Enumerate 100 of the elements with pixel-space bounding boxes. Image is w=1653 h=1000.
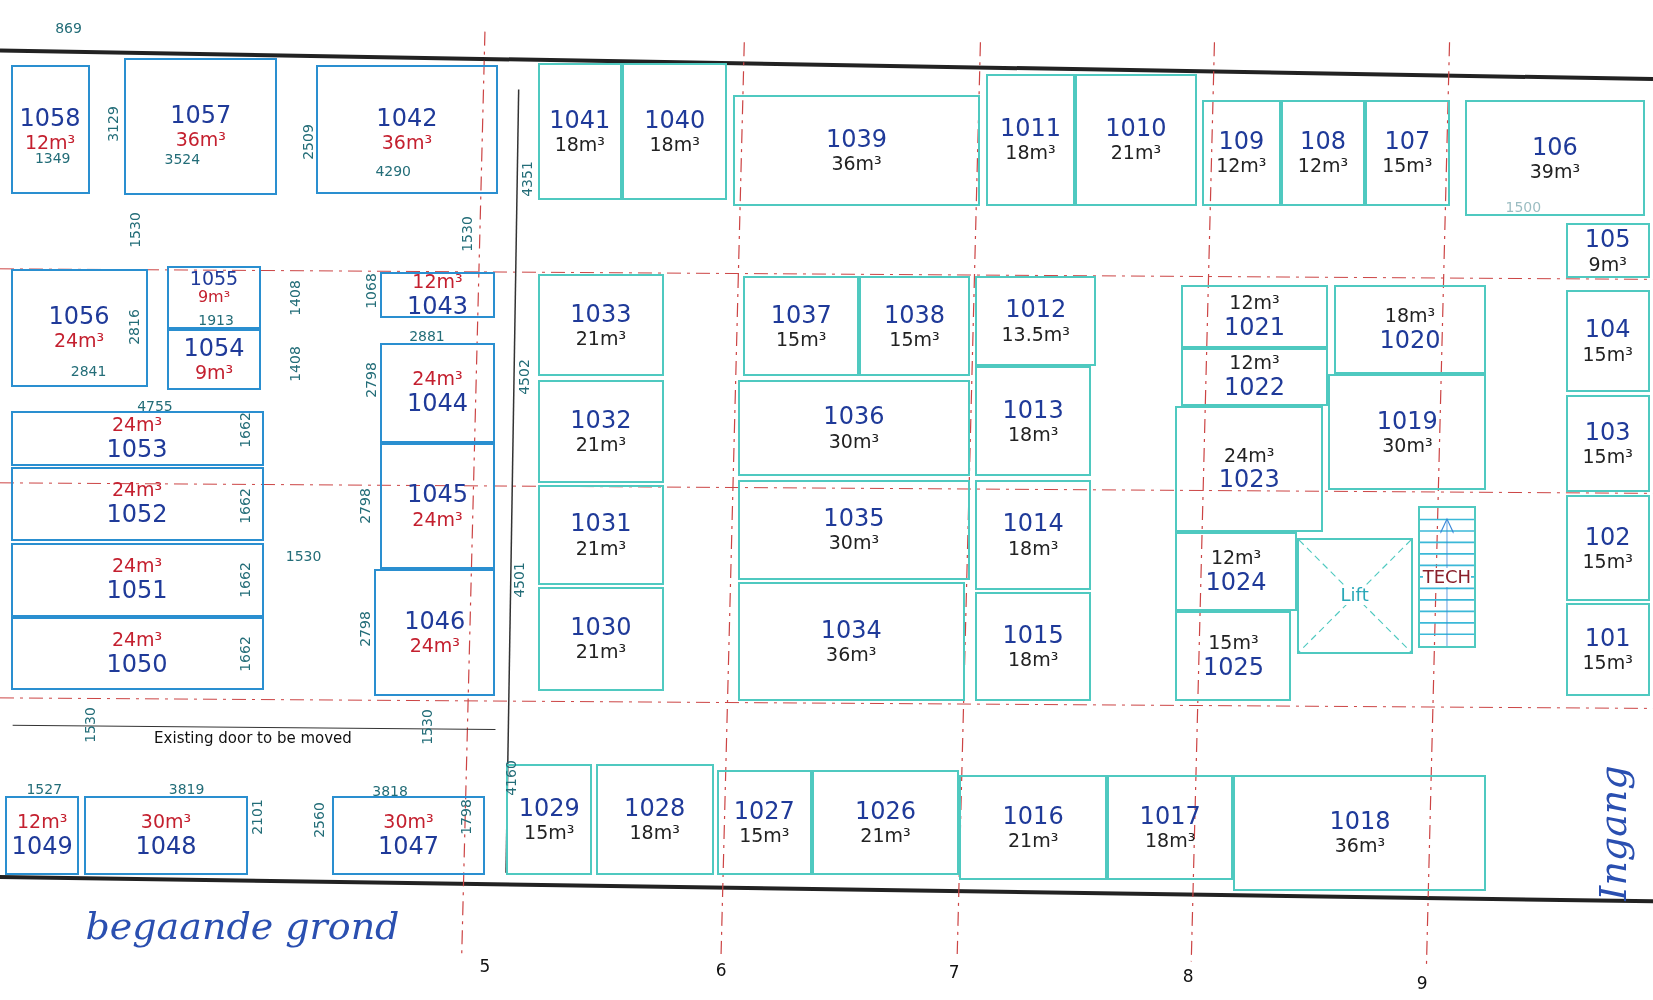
dimension-value: 2798 xyxy=(363,361,380,398)
room xyxy=(732,94,981,206)
dimension-value: 1913 xyxy=(198,312,234,329)
room xyxy=(737,581,965,702)
room xyxy=(1180,347,1329,406)
room-volume: 15m³ xyxy=(739,825,790,846)
room-number: 1013 xyxy=(1002,397,1064,423)
room xyxy=(737,479,970,580)
room-number: 1010 xyxy=(1105,116,1167,142)
dimension-value: 1530 xyxy=(459,216,475,252)
room-number: 108 xyxy=(1300,129,1346,155)
room-volume: 30m³ xyxy=(828,431,880,452)
room-volume: 30m³ xyxy=(828,533,880,554)
grid-axis-number: 8 xyxy=(1182,966,1194,987)
room xyxy=(1565,223,1650,279)
room-volume: 36m³ xyxy=(831,153,882,174)
note-text: Existing door to be moved xyxy=(154,728,352,747)
room xyxy=(124,57,278,195)
room xyxy=(975,592,1092,702)
room-volume: 24m³ xyxy=(1224,445,1275,466)
room xyxy=(859,276,970,377)
room-volume: 18m³ xyxy=(1384,305,1436,326)
room xyxy=(975,276,1097,366)
room xyxy=(975,479,1092,591)
room-number: 1019 xyxy=(1376,408,1438,434)
room-number: 109 xyxy=(1218,129,1265,155)
room-volume: 21m³ xyxy=(1110,143,1162,164)
dimension-value: 2841 xyxy=(70,363,107,380)
room-number: 1028 xyxy=(624,796,686,822)
room xyxy=(1565,495,1650,601)
room xyxy=(1233,774,1487,891)
room-number: 1053 xyxy=(106,436,168,463)
room-number: 1016 xyxy=(1002,804,1064,830)
dimension-value: 4160 xyxy=(503,760,520,796)
room-number: 1026 xyxy=(855,798,917,824)
room-volume: 12m³ xyxy=(1229,353,1280,374)
room-volume: 18m³ xyxy=(629,823,680,844)
room xyxy=(84,795,248,875)
room-number: 1040 xyxy=(644,108,706,134)
room-number: 1052 xyxy=(106,502,168,528)
dimension-value: 3524 xyxy=(164,151,201,168)
room-volume: 18m³ xyxy=(1007,424,1059,445)
room-volume: 15m³ xyxy=(1382,156,1433,177)
room xyxy=(537,63,622,201)
dimension-value: 1530 xyxy=(285,547,322,564)
room xyxy=(595,764,714,875)
room-number: 102 xyxy=(1584,524,1631,550)
room-number: 1023 xyxy=(1218,467,1280,493)
room-volume: 12m³ xyxy=(17,811,68,832)
room xyxy=(1565,395,1650,493)
room-volume: 18m³ xyxy=(1007,538,1059,559)
room-number: 1054 xyxy=(183,335,245,362)
room-number: 1014 xyxy=(1002,511,1064,537)
room xyxy=(166,328,262,391)
dimension-value: 1662 xyxy=(236,412,253,448)
room-number: 1039 xyxy=(826,126,888,152)
room-number: 1041 xyxy=(549,108,611,134)
dimension-value: 1662 xyxy=(236,562,253,598)
room-number: 1018 xyxy=(1329,809,1391,835)
room-number: 105 xyxy=(1584,227,1631,253)
room xyxy=(1075,73,1197,206)
dimension-value: 1530 xyxy=(81,707,98,744)
room-number: 1020 xyxy=(1379,327,1441,353)
dimension-value: 1530 xyxy=(418,709,435,746)
room-number: 1022 xyxy=(1223,375,1286,401)
handwritten-note: Ingang xyxy=(1590,765,1635,901)
room-volume: 12m³ xyxy=(1229,292,1280,313)
room-number: 1021 xyxy=(1223,314,1286,340)
room xyxy=(537,274,665,377)
dimension-value: 1662 xyxy=(236,635,253,672)
room xyxy=(374,569,496,696)
room-volume: 12m³ xyxy=(1297,156,1349,177)
room xyxy=(975,365,1092,477)
room-volume: 21m³ xyxy=(860,825,911,846)
room-volume: 24m³ xyxy=(53,331,105,352)
dimension-value: 4290 xyxy=(375,162,412,179)
room-volume: 30m³ xyxy=(383,811,434,832)
room xyxy=(621,63,728,201)
grid-axis-number: 7 xyxy=(948,961,960,982)
room-number: 1048 xyxy=(135,833,197,859)
room-name: TECH xyxy=(1422,567,1472,587)
room xyxy=(985,73,1076,206)
room-volume: 18m³ xyxy=(649,135,700,156)
room-volume: 24m³ xyxy=(409,636,460,657)
room xyxy=(1175,405,1323,533)
room-number: 103 xyxy=(1584,420,1631,446)
dimension-value: 3818 xyxy=(372,782,408,799)
room xyxy=(1201,100,1281,206)
dimension-value: 4501 xyxy=(510,562,527,598)
room-number: 101 xyxy=(1584,625,1631,651)
dimension-value: 3129 xyxy=(104,106,121,143)
room-number: 1035 xyxy=(823,506,885,532)
dimension-value: 2101 xyxy=(249,799,266,835)
dimension-value: 2816 xyxy=(125,309,142,345)
room-volume: 15m³ xyxy=(1582,551,1633,572)
dimension-value: 4502 xyxy=(515,359,532,396)
dimension-value: 1662 xyxy=(236,488,253,524)
room-number: 1033 xyxy=(570,301,632,327)
room-volume: 15m³ xyxy=(524,823,575,844)
room-number: 1056 xyxy=(48,304,110,330)
